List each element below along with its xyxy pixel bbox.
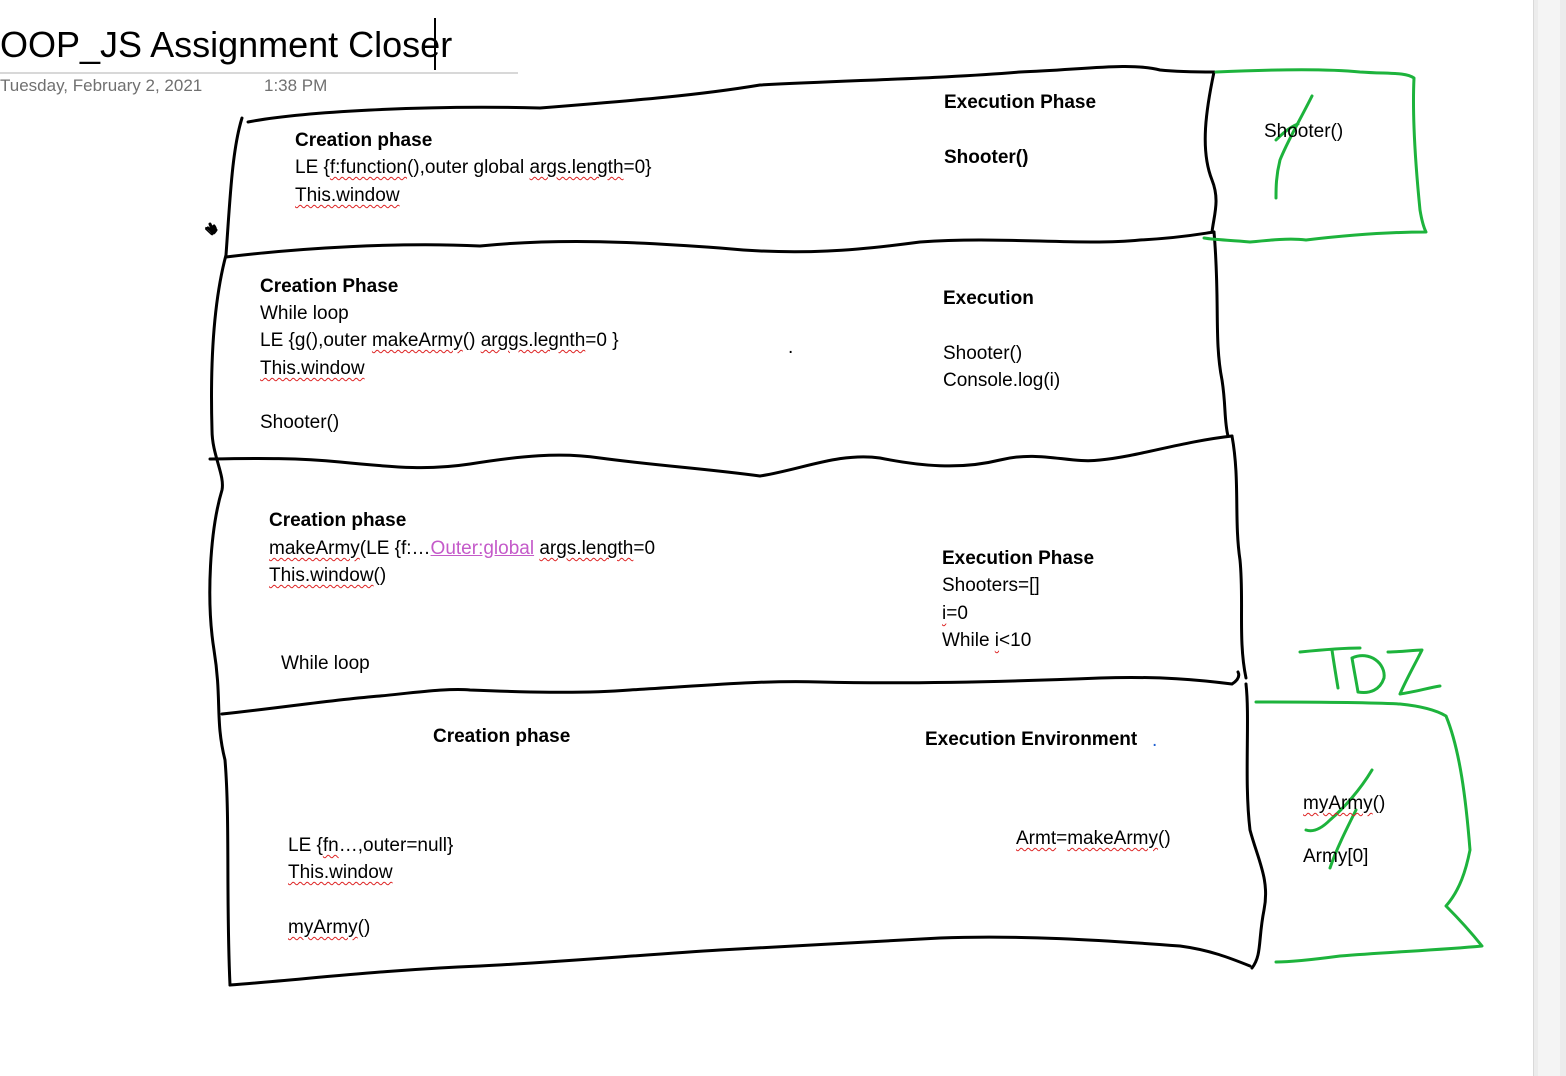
global-exec-title: Execution Environment (925, 729, 1138, 750)
text-cursor (434, 18, 436, 70)
page-time: 1:38 PM (264, 76, 328, 95)
shooter-ctx-this: This.window (295, 185, 400, 206)
ink-strike-shooter (1274, 94, 1314, 200)
tdz-army: Army[0] (1303, 846, 1369, 867)
ink-tdz-d (1350, 654, 1386, 694)
stray-dot-blue: . (1152, 730, 1158, 751)
loop-ctx-while: While loop (260, 303, 349, 324)
ink-section-tick (206, 222, 218, 235)
ink-left-edge (208, 116, 244, 987)
ink-box1-right (1203, 70, 1218, 234)
loop-ctx-this: This.window (260, 358, 365, 379)
global-this: This.window (288, 862, 393, 883)
shooter-ctx-exec-call: Shooter() (944, 147, 1029, 168)
loop-ctx-lexical-env: LE {g(),outer makeArmy() arggs.legnth=0 … (260, 330, 619, 351)
ink-tdz-z (1386, 648, 1442, 696)
loop-ctx-exec-call: Shooter() (943, 343, 1023, 364)
global-myarmy: myArmy() (288, 917, 371, 938)
ink-divider2 (208, 434, 1234, 478)
makearmy-shooters: Shooters=[] (942, 575, 1040, 596)
tdz-myarmy: myArmy() (1303, 793, 1386, 814)
margin-mark: 4 (202, 225, 220, 237)
global-creation-title: Creation phase (433, 726, 571, 747)
makearmy-lexical-env: makeArmy(LE {f:…Outer:global args.length… (269, 538, 656, 559)
makearmy-i: i=0 (942, 603, 968, 624)
ink-stack-box (1202, 68, 1428, 244)
ink-tdz-box (1254, 700, 1484, 964)
global-lexical-env: LE {fn…,outer=null} (288, 835, 454, 856)
scrollbar-thumb[interactable] (1538, 0, 1560, 1076)
ink-box2-right (1212, 230, 1230, 438)
loop-ctx-shooter: Shooter() (260, 412, 340, 433)
shooter-ctx-creation-title: Creation phase (295, 130, 433, 151)
makearmy-this: This.window() (269, 565, 387, 586)
vertical-scrollbar[interactable] (1533, 0, 1566, 1076)
page-date: Tuesday, February 2, 2021 (0, 76, 203, 95)
title-underline (0, 72, 518, 74)
ink-bottom-edge (228, 935, 1252, 987)
loop-ctx-exec-log: Console.log(i) (943, 370, 1061, 391)
loop-ctx-creation-title: Creation Phase (260, 276, 399, 297)
ink-tdz-t (1298, 646, 1362, 690)
makearmy-exec-title: Execution Phase (942, 548, 1095, 569)
ink-box1-bottom (224, 230, 1216, 259)
stray-dot: . (788, 337, 794, 358)
ink-box3-right (1230, 434, 1248, 680)
makearmy-while: While loop (281, 653, 370, 674)
shooter-ctx-exec-title: Execution Phase (944, 92, 1097, 113)
ink-divider3 (220, 670, 1241, 716)
makearmy-creation-title: Creation phase (269, 510, 407, 531)
loop-ctx-exec-title: Execution (943, 288, 1034, 309)
makearmy-while-cond: While i<10 (942, 630, 1032, 651)
ink-box4-right (1244, 682, 1268, 970)
stack-shooter: Shooter() (1264, 121, 1344, 142)
shooter-ctx-lexical-env: LE {f:function(),outer global args.lengt… (295, 157, 652, 178)
outer-global-link[interactable]: Outer:global (430, 538, 535, 559)
global-armt: Armt=makeArmy() (1016, 828, 1171, 849)
page-title[interactable]: OOP_JS Assignment Closer (0, 24, 453, 65)
